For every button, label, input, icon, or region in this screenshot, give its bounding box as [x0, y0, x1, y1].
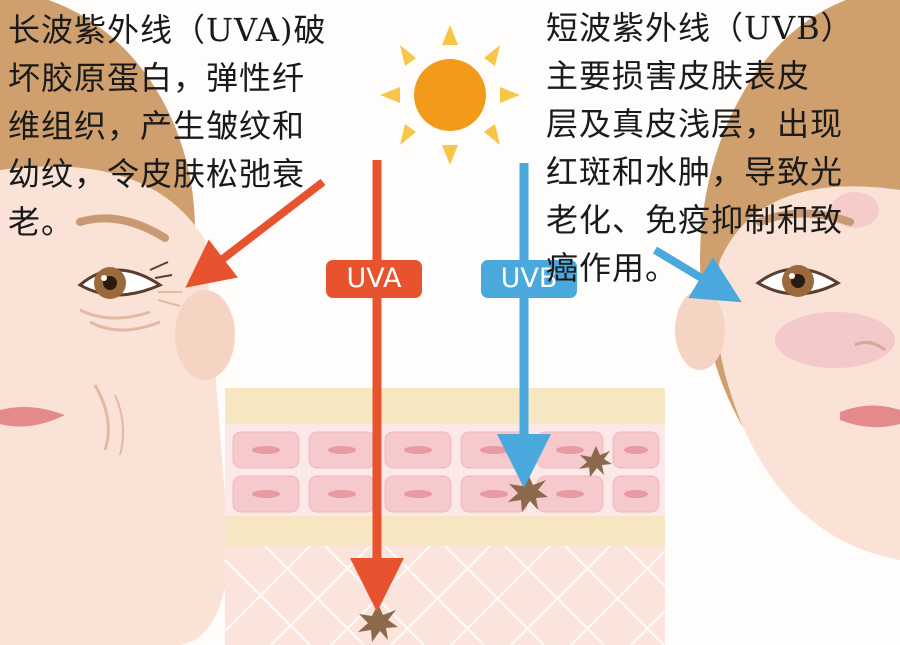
uva-description-line: 幼纹，令皮肤松弛衰	[8, 155, 306, 193]
uvb-description-line: 癌作用。	[546, 249, 679, 287]
sun-icon	[380, 25, 520, 165]
uvb-damage-star-small	[579, 446, 612, 477]
uvb-description-line: 老化、免疫抑制和致	[546, 201, 844, 239]
uvb-description-line: 红斑和水肿，导致光	[546, 153, 844, 191]
uvb-description-line: 层及真皮浅层，出现	[546, 105, 844, 143]
uvb-arrows	[497, 163, 742, 488]
uva-damage-star	[358, 604, 398, 642]
uva-arrows	[185, 160, 404, 612]
uva-description-line: 长波紫外线（UVA)破	[8, 11, 327, 49]
right-face	[675, 0, 900, 560]
left-face	[0, 0, 235, 645]
uvb-description: 短波紫外线（UVB） 主要损害皮肤表皮 层及真皮浅层，出现 红斑和水肿，导致光 …	[546, 4, 854, 292]
uva-description-line: 坏胶原蛋白，弹性纤	[8, 59, 306, 97]
uva-label: UVA	[326, 260, 422, 298]
uvb-label: UVB	[481, 260, 577, 298]
uva-description: 长波紫外线（UVA)破 坏胶原蛋白，弹性纤 维组织，产生皱纹和 幼纹，令皮肤松弛…	[8, 6, 327, 246]
uvb-description-line: 短波紫外线（UVB）	[546, 9, 854, 47]
uvb-description-line: 主要损害皮肤表皮	[546, 57, 811, 95]
uva-description-line: 老。	[8, 203, 75, 241]
uva-description-line: 维组织，产生皱纹和	[8, 107, 306, 145]
skin-cross-section	[224, 388, 666, 645]
